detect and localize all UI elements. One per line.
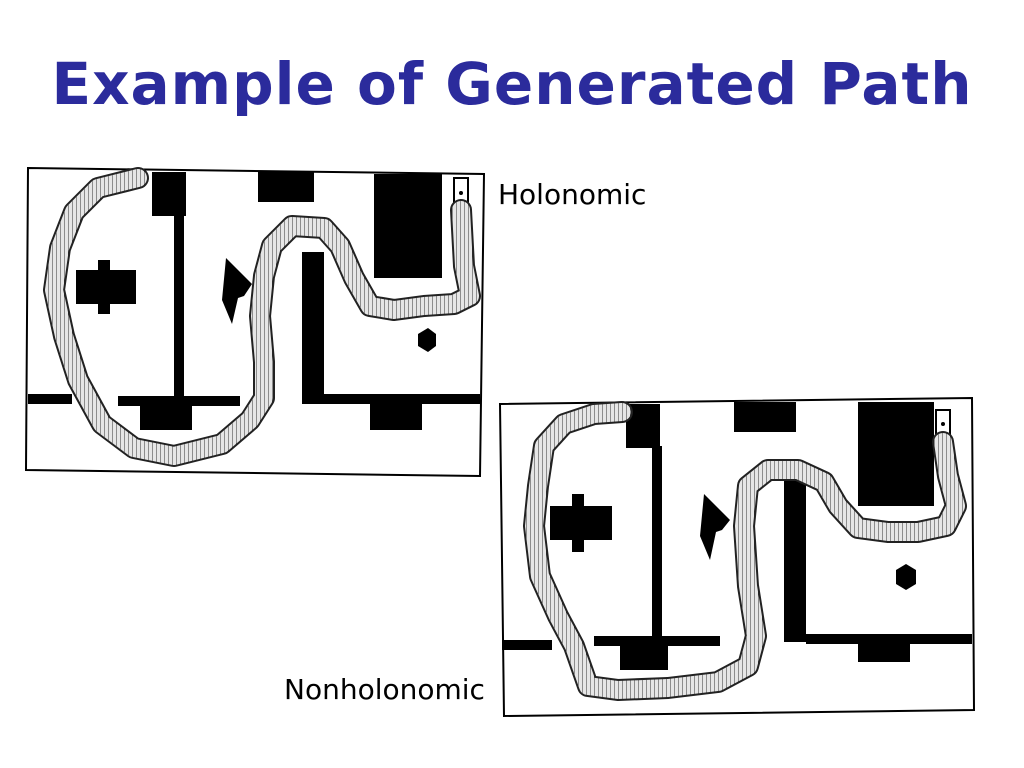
obstacles: [502, 402, 972, 670]
nonholonomic-caption: Nonholonomic: [284, 673, 485, 706]
holonomic-map: [24, 166, 486, 478]
nonholonomic-path: [523, 401, 967, 701]
obstacles: [28, 172, 480, 430]
holonomic-caption: Holonomic: [498, 178, 647, 211]
nonholonomic-map: [498, 396, 976, 718]
holonomic-path: [43, 167, 481, 467]
slide-title: Example of Generated Path: [51, 50, 973, 118]
